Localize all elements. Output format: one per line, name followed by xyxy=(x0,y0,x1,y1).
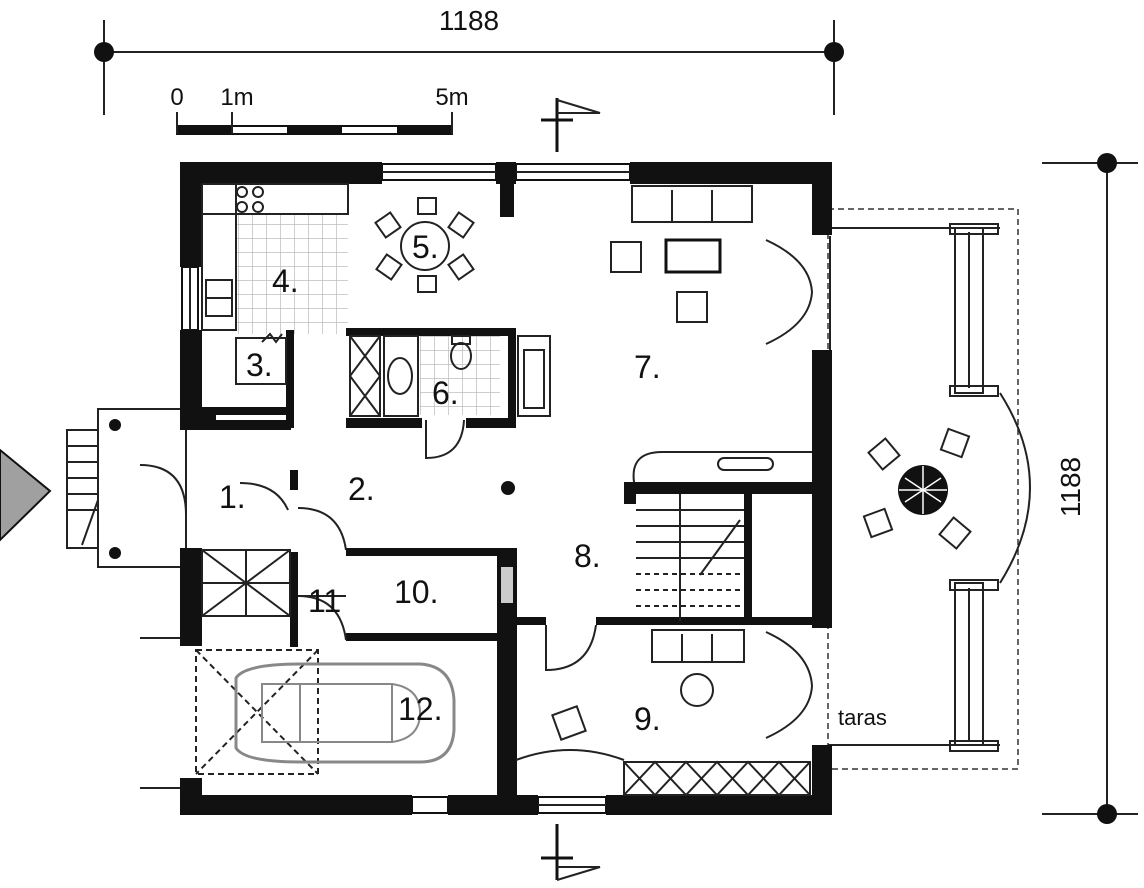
room-2-label: 2. xyxy=(348,471,375,507)
room-5-label: 5. xyxy=(412,229,439,265)
terrace-label: taras xyxy=(838,705,887,730)
living-room-furniture xyxy=(610,185,753,323)
room-9-label: 9. xyxy=(634,701,661,737)
room-8-label: 8. xyxy=(574,538,601,574)
hall-marker xyxy=(501,481,515,495)
terrace xyxy=(827,208,1031,770)
entrance-arrow-icon xyxy=(0,448,52,542)
hall-wardrobes xyxy=(201,549,291,617)
section-marker-top xyxy=(541,98,601,152)
top-dimension: 1188 xyxy=(94,5,844,115)
entrance-porch xyxy=(66,408,187,568)
right-dimension-label: 1188 xyxy=(1055,457,1086,517)
dining-table xyxy=(374,197,475,293)
scale-bar: 0 1m 5m xyxy=(170,84,469,135)
room-6-label: 6. xyxy=(432,375,459,411)
doors xyxy=(139,236,831,761)
room-1-label: 1. xyxy=(219,479,246,515)
bathroom-fixtures xyxy=(348,335,551,417)
room-3-label: 3. xyxy=(246,347,273,383)
room-10-label: 10. xyxy=(394,574,438,610)
scale-label-5m: 5m xyxy=(435,84,468,111)
scale-label-1m: 1m xyxy=(220,84,253,111)
car-icon xyxy=(234,662,456,764)
kitchen-fixtures xyxy=(201,183,349,385)
room-9-furniture xyxy=(551,629,811,797)
garage xyxy=(140,637,319,789)
section-marker-bottom xyxy=(541,824,601,881)
staircase xyxy=(632,451,812,622)
room-12-label: 12. xyxy=(398,691,442,727)
room-7-label: 7. xyxy=(634,349,661,385)
room-labels: 1. 2. 3. 4. 5. 6. 7. 8. 9. 10. 11 12. ta… xyxy=(219,229,887,737)
scale-label-0: 0 xyxy=(170,84,183,111)
room-4-label: 4. xyxy=(272,263,299,299)
kitchen-tiles xyxy=(236,214,348,334)
walls xyxy=(180,162,832,815)
windows xyxy=(181,163,631,814)
room-11-label: 11 xyxy=(308,583,341,619)
bathroom-tiles xyxy=(420,335,500,415)
top-dimension-label: 1188 xyxy=(439,5,499,36)
right-dimension: 1188 xyxy=(1042,153,1138,824)
